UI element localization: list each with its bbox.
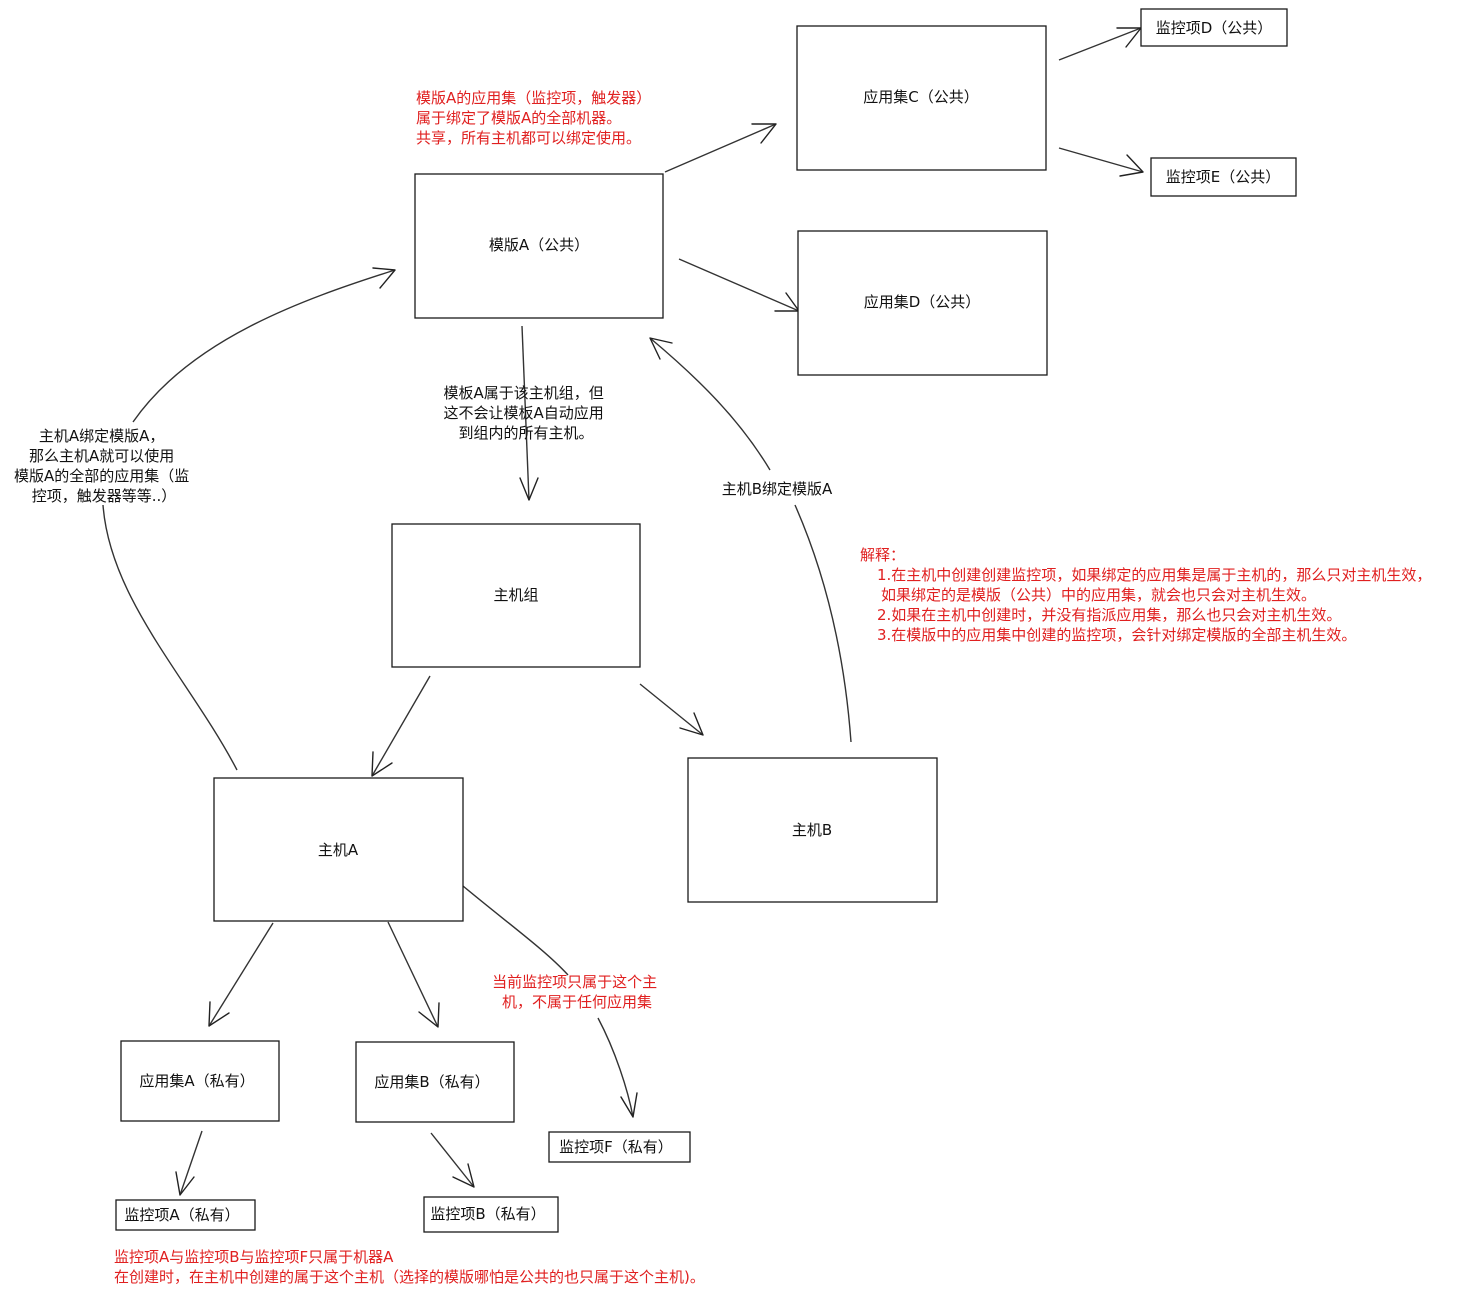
node-monitor-f-label: 监控项F（私有） <box>559 1138 673 1156</box>
note-template-app-set-line-2: 属于绑定了模版A的全部机器。 <box>416 109 621 127</box>
node-app-set-a-label: 应用集A（私有） <box>139 1072 254 1090</box>
node-app-set-b-label: 应用集B（私有） <box>374 1073 489 1091</box>
arrowhead-host-a-to-template <box>372 267 396 289</box>
node-monitor-e[interactable]: 监控项E（公共） <box>1150 157 1297 197</box>
node-monitor-d[interactable]: 监控项D（公共） <box>1140 8 1288 47</box>
arrowhead-host-a-to-monitor-f <box>620 1092 638 1118</box>
note-host-a-bind: 主机A绑定模版A， 那么主机A就可以使用 模版A的全部的应用集（监 控项，触发器… <box>14 427 194 505</box>
node-host-group[interactable]: 主机组 <box>391 523 641 668</box>
note-monitor-f-line-1: 当前监控项只属于这个主 <box>492 973 657 991</box>
arrowhead-host-group-to-host-b <box>679 712 704 736</box>
arrowhead-host-group-to-host-a <box>371 751 393 777</box>
node-monitor-d-label: 监控项D（公共） <box>1156 19 1273 37</box>
edge-host-group-to-host-a <box>371 675 431 777</box>
note-template-group: 模板A属于该主机组，但 这不会让模板A自动应用 到组内的所有主机。 <box>443 384 608 442</box>
edge-template-to-host-group <box>521 325 530 501</box>
note-template-group-line-3: 到组内的所有主机。 <box>458 424 593 442</box>
arrowhead-app-set-b-to-monitor-b <box>452 1163 475 1188</box>
edge-host-b-to-template <box>649 337 852 743</box>
node-host-a-label: 主机A <box>318 841 359 859</box>
note-explain: 解释： 1.在主机中创建创建监控项，如果绑定的应用集是属于主机的，那么只对主机生… <box>860 546 1436 644</box>
node-monitor-a-label: 监控项A（私有） <box>124 1206 239 1224</box>
note-explain-line-4: 2.如果在主机中创建时，并没有指派应用集，那么也只会对主机生效。 <box>877 606 1341 624</box>
arrowhead-app-set-a-to-monitor-a <box>175 1171 195 1196</box>
edge-host-a-to-monitor-f <box>462 885 634 1118</box>
edge-app-set-c-to-monitor-e <box>1058 147 1144 173</box>
arrowhead-template-to-app-set-c <box>751 123 777 144</box>
note-monitor-f-line-2: 机，不属于任何应用集 <box>502 993 652 1011</box>
note-template-group-line-1: 模板A属于该主机组，但 <box>443 384 603 402</box>
edge-app-set-c-to-monitor-d <box>1058 27 1142 61</box>
node-host-b-label: 主机B <box>792 821 832 839</box>
note-host-b-bind: 主机B绑定模版A <box>722 480 833 498</box>
note-host-b-bind-line-1: 主机B绑定模版A <box>722 480 833 498</box>
note-explain-line-5: 3.在模版中的应用集中创建的监控项，会针对绑定模版的全部主机生效。 <box>877 626 1356 644</box>
note-explain-line-2: 1.在主机中创建创建监控项，如果绑定的应用集是属于主机的，那么只对主机生效， <box>877 566 1431 584</box>
node-app-set-d-label: 应用集D（公共） <box>864 293 981 311</box>
node-monitor-e-label: 监控项E（公共） <box>1166 168 1280 186</box>
edge-template-to-app-set-d <box>678 258 800 312</box>
edge-host-a-to-app-set-a <box>208 922 274 1027</box>
arrowhead-host-a-to-app-set-a <box>208 1001 230 1027</box>
note-bottom: 监控项A与监控项B与监控项F只属于机器A 在创建时，在主机中创建的属于这个主机（… <box>114 1248 705 1286</box>
node-monitor-a[interactable]: 监控项A（私有） <box>115 1199 256 1231</box>
edge-host-a-to-template <box>102 269 396 771</box>
edge-app-set-b-to-monitor-b <box>430 1132 475 1188</box>
arrowhead-app-set-c-to-monitor-e <box>1119 154 1144 177</box>
node-host-group-label: 主机组 <box>493 586 538 604</box>
arrowhead-template-to-host-group <box>519 477 539 501</box>
notes: 模版A的应用集（监控项，触发器） 属于绑定了模版A的全部机器。 共享，所有主机都… <box>14 89 1436 1286</box>
note-host-a-bind-line-2: 那么主机A就可以使用 <box>29 447 174 465</box>
note-host-a-bind-line-1: 主机A绑定模版A， <box>39 427 165 445</box>
note-monitor-f: 当前监控项只属于这个主 机，不属于任何应用集 <box>492 973 662 1011</box>
node-template-a[interactable]: 模版A（公共） <box>414 173 664 319</box>
node-monitor-b[interactable]: 监控项B（私有） <box>423 1196 559 1233</box>
node-app-set-d[interactable]: 应用集D（公共） <box>797 230 1048 376</box>
edge-app-set-a-to-monitor-a <box>179 1130 203 1196</box>
edge-host-a-to-app-set-b <box>387 921 439 1028</box>
note-bottom-line-2: 在创建时，在主机中创建的属于这个主机（选择的模版哪怕是公共的也只属于这个主机)。 <box>114 1268 705 1286</box>
arrowhead-host-b-to-template <box>649 337 673 360</box>
arrowhead-app-set-c-to-monitor-d <box>1116 27 1142 48</box>
note-template-group-line-2: 这不会让模板A自动应用 <box>443 404 603 422</box>
note-host-a-bind-line-4: 控项，触发器等等..） <box>32 487 177 505</box>
edge-host-group-to-host-b <box>639 683 704 736</box>
node-monitor-b-label: 监控项B（私有） <box>430 1205 545 1223</box>
note-bottom-line-1: 监控项A与监控项B与监控项F只属于机器A <box>114 1248 394 1266</box>
arrowhead-host-a-to-app-set-b <box>418 1002 440 1028</box>
note-template-app-set-line-3: 共享，所有主机都可以绑定使用。 <box>416 129 641 147</box>
nodes: 模版A（公共） 应用集C（公共） 应用集D（公共） 监控项D（公共） 监控项E（… <box>115 8 1297 1233</box>
node-app-set-b[interactable]: 应用集B（私有） <box>355 1041 515 1123</box>
node-host-b[interactable]: 主机B <box>687 757 938 903</box>
node-app-set-a[interactable]: 应用集A（私有） <box>120 1040 280 1122</box>
node-app-set-c-label: 应用集C（公共） <box>863 88 978 106</box>
node-monitor-f[interactable]: 监控项F（私有） <box>548 1131 691 1163</box>
edges <box>102 27 1144 1196</box>
note-explain-line-3: 如果绑定的是模版（公共）中的应用集，就会也只会对主机生效。 <box>881 586 1316 604</box>
node-host-a[interactable]: 主机A <box>213 777 464 922</box>
note-host-a-bind-line-3: 模版A的全部的应用集（监 <box>14 467 189 485</box>
note-template-app-set-line-1: 模版A的应用集（监控项，触发器） <box>416 89 651 107</box>
note-explain-line-1: 解释： <box>860 546 905 564</box>
node-template-a-label: 模版A（公共） <box>489 236 589 254</box>
edge-template-to-app-set-c <box>664 123 777 173</box>
note-template-app-set: 模版A的应用集（监控项，触发器） 属于绑定了模版A的全部机器。 共享，所有主机都… <box>416 89 656 147</box>
node-app-set-c[interactable]: 应用集C（公共） <box>796 25 1047 171</box>
